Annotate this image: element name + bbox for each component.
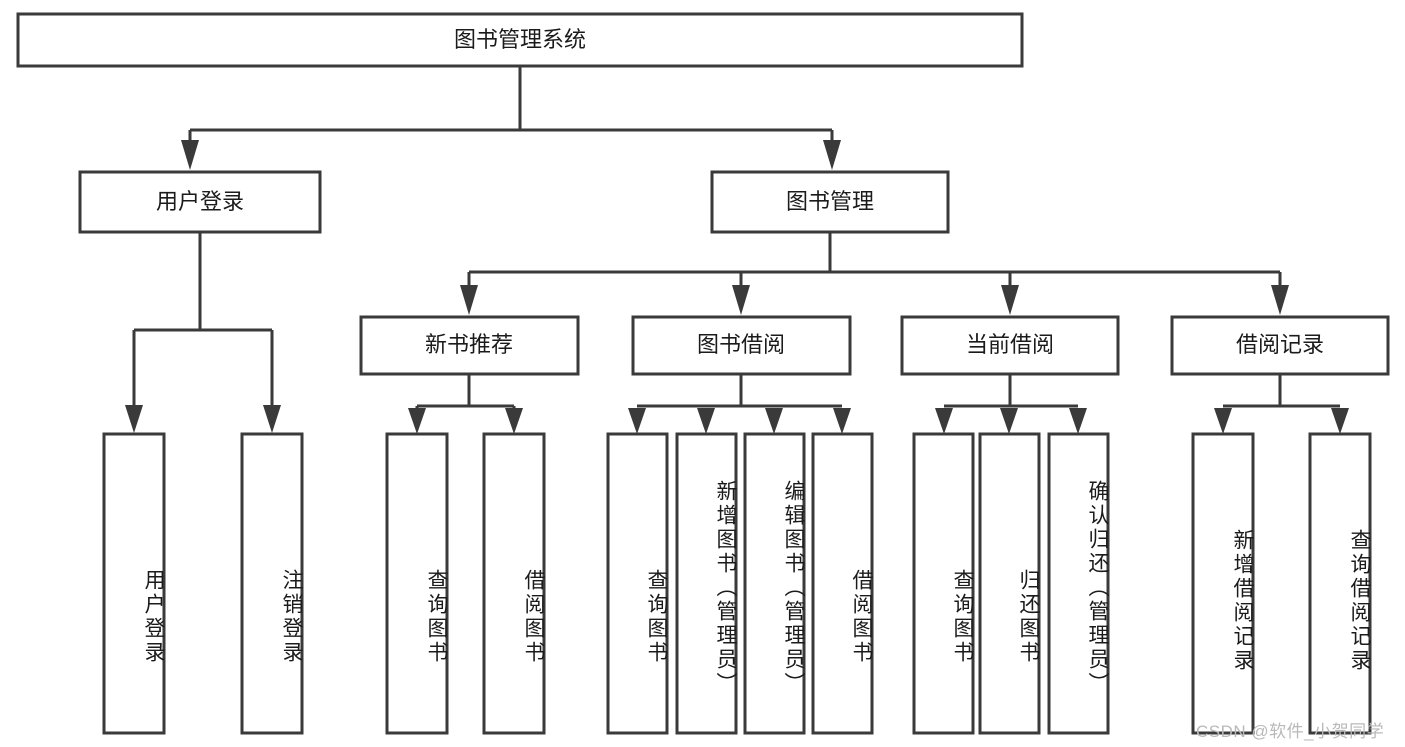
leaf-box-current-borrow-1[interactable]: [912, 432, 975, 735]
leaf-box-borrow-book-3[interactable]: [743, 432, 806, 735]
node-current-borrow-box[interactable]: [900, 315, 1120, 376]
leaf-box-user-login-1[interactable]: [102, 432, 166, 735]
csdn-watermark: CSDN @软件_小贺同学: [1196, 722, 1385, 741]
arrow-head-newbook-leaf-1: [408, 408, 426, 434]
arrow-head-login-leaf-1: [125, 405, 143, 433]
arrow-head-to-new-book: [460, 285, 478, 315]
node-current-borrow-label: 当前借阅: [966, 332, 1054, 357]
node-book-management[interactable]: 图书管理: [710, 170, 950, 234]
node-root-label: 图书管理系统: [454, 27, 586, 52]
arrow-head-borrowrecord-leaf-1: [1214, 408, 1232, 434]
node-borrow-record[interactable]: 借阅记录: [1170, 315, 1390, 376]
node-user-login[interactable]: 用户登录: [78, 170, 322, 234]
leaf-box-new-book-1[interactable]: [385, 432, 449, 735]
node-current-borrow[interactable]: 当前借阅: [900, 315, 1120, 376]
arrow-head-to-borrow-record: [1271, 285, 1289, 315]
leaf-box-current-borrow-3[interactable]: [1047, 432, 1110, 735]
arrow-head-to-user-login: [181, 140, 199, 170]
arrow-head-to-book-mgmt: [823, 140, 841, 170]
arrow-head-borrowbook-leaf-2: [697, 408, 715, 434]
leaf-box-user-login-2[interactable]: [240, 432, 304, 735]
arrow-head-borrowbook-leaf-1: [628, 408, 646, 434]
arrow-head-borrowbook-leaf-3: [765, 408, 783, 434]
node-book-management-box[interactable]: [710, 170, 950, 234]
node-root[interactable]: 图书管理系统: [16, 12, 1024, 68]
arrow-head-borrowrecord-leaf-2: [1331, 408, 1349, 434]
arrow-head-to-borrow-book: [732, 285, 750, 315]
leaf-box-new-book-2[interactable]: [482, 432, 546, 735]
arrow-head-currentborrow-leaf-2: [1000, 408, 1018, 434]
node-book-borrow-box[interactable]: [631, 315, 852, 376]
arrow-head-to-current-borrow: [1001, 285, 1019, 315]
leaf-box-borrow-book-1[interactable]: [606, 432, 669, 735]
node-book-borrow[interactable]: 图书借阅: [631, 315, 852, 376]
arrow-head-borrowbook-leaf-4: [833, 408, 851, 434]
leaf-box-current-borrow-2[interactable]: [978, 432, 1041, 735]
node-new-book-recommend-box[interactable]: [359, 315, 580, 376]
node-root-box[interactable]: [16, 12, 1024, 68]
node-book-borrow-label: 图书借阅: [697, 332, 785, 357]
node-new-book-recommend[interactable]: 新书推荐: [359, 315, 580, 376]
node-new-book-recommend-label: 新书推荐: [425, 332, 513, 357]
node-book-management-label: 图书管理: [786, 189, 874, 214]
leaf-box-borrow-record-2[interactable]: [1308, 432, 1372, 735]
arrow-head-login-leaf-2: [263, 405, 281, 433]
node-user-login-label: 用户登录: [156, 189, 244, 214]
leaf-box-borrow-record-1[interactable]: [1191, 432, 1255, 735]
leaf-box-borrow-book-4[interactable]: [811, 432, 874, 735]
arrow-head-currentborrow-leaf-3: [1069, 408, 1087, 434]
node-borrow-record-label: 借阅记录: [1236, 332, 1324, 357]
arrow-head-currentborrow-leaf-1: [935, 408, 953, 434]
node-borrow-record-box[interactable]: [1170, 315, 1390, 376]
leaf-box-borrow-book-2[interactable]: [675, 432, 738, 735]
arrow-head-newbook-leaf-2: [505, 408, 523, 434]
